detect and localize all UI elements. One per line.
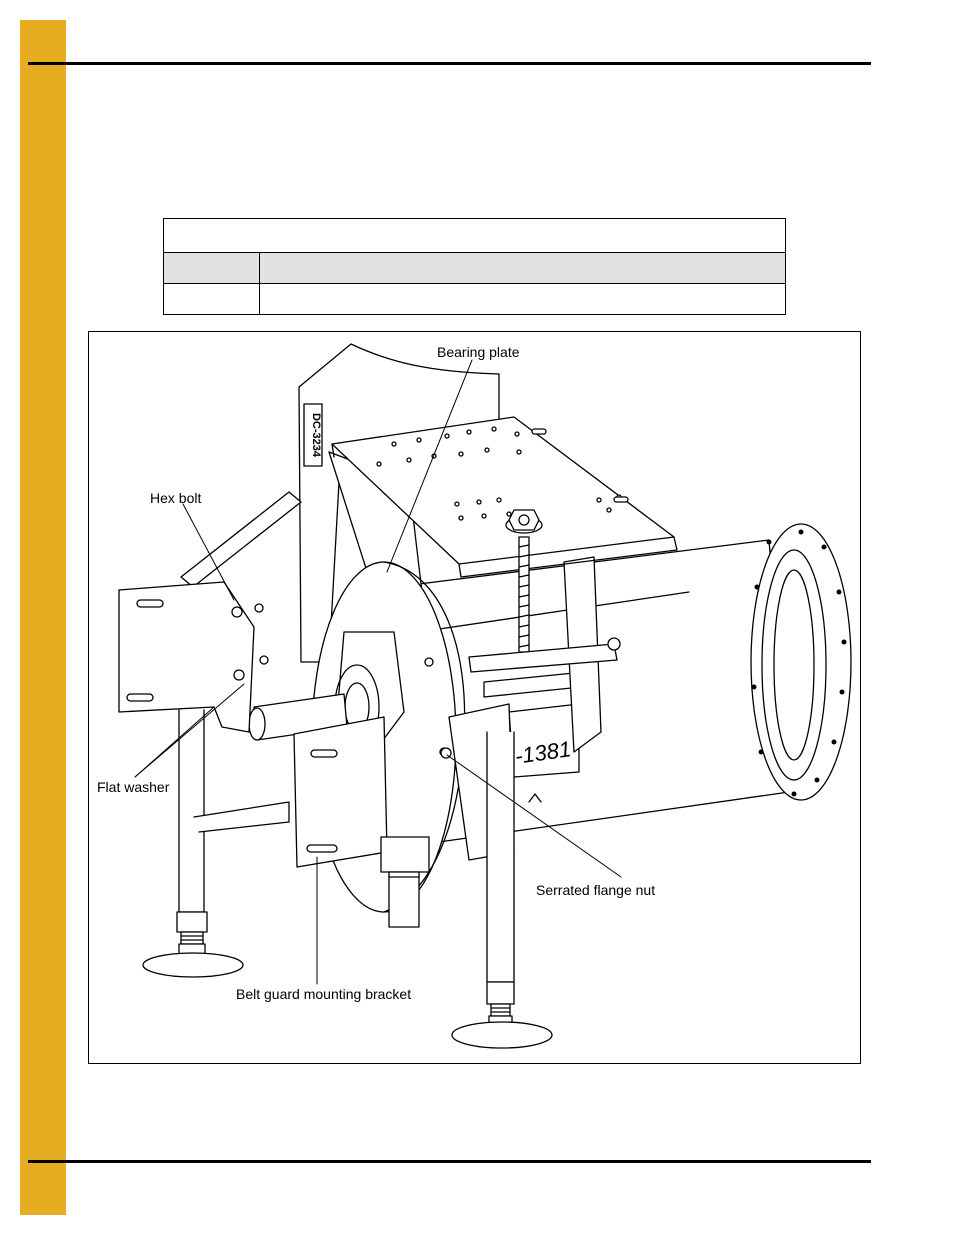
table-header-ref (163, 252, 260, 284)
table-cell-description (259, 283, 786, 315)
callout-hex-bolt: Hex bolt (150, 490, 202, 506)
lower-shaft (380, 836, 430, 928)
callout-serrated-flange-nut: Serrated flange nut (536, 882, 656, 898)
table-header-description (259, 252, 786, 284)
belt-guard-bracket (293, 716, 388, 868)
back-panel: DC-3234 (298, 343, 500, 663)
callout-leader-lines (134, 359, 622, 985)
callout-flat-washer: Flat washer (97, 779, 170, 795)
bearing-plate (331, 416, 678, 578)
footer-rule (28, 1160, 871, 1163)
parts-table (163, 218, 786, 315)
assembly-drawing: DC-3234 -1381 (118, 343, 852, 1049)
part-marking-upper: DC-3234 (310, 413, 322, 458)
right-leg-assembly (440, 703, 553, 1049)
header-rule (28, 62, 871, 65)
callout-bearing-plate: Bearing plate (437, 344, 520, 360)
table-caption (163, 218, 786, 253)
left-leg-assembly (118, 581, 290, 978)
side-tab (20, 20, 66, 1215)
callout-belt-guard-bracket: Belt guard mounting bracket (236, 986, 412, 1002)
table-cell-ref (163, 283, 260, 315)
assembly-figure: DC-3234 -1381 (88, 331, 861, 1064)
